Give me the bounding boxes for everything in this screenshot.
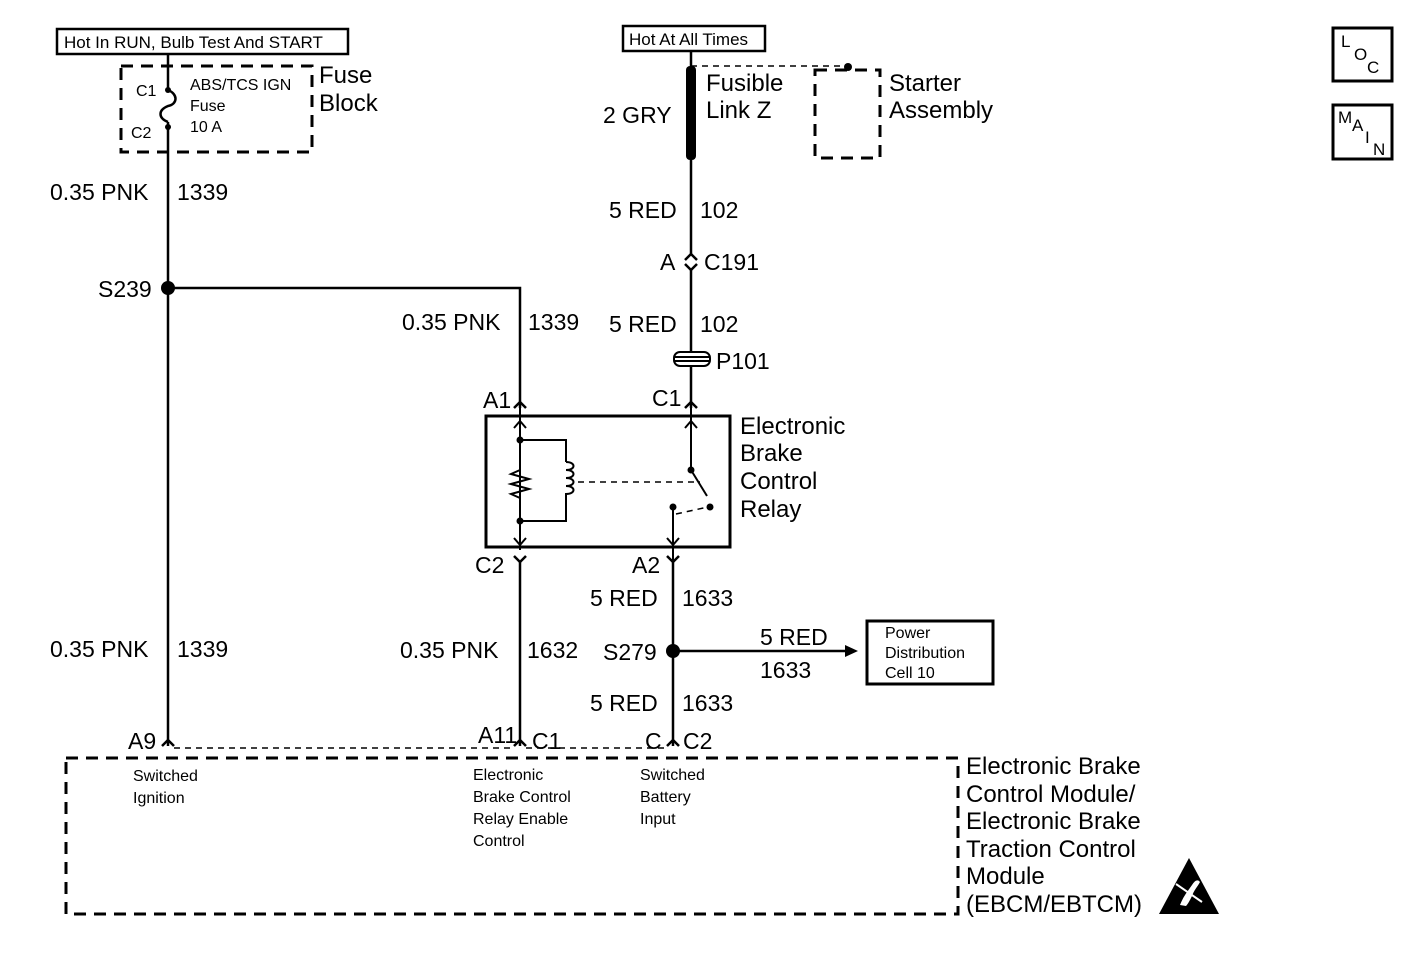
starter-line2: Assembly [889, 97, 993, 124]
wire-1633-top-circuit: 1633 [682, 585, 733, 611]
module-title-3: Electronic Brake [966, 808, 1141, 835]
esd-warning-icon [1159, 858, 1219, 914]
arrow-right-icon [845, 645, 858, 657]
module-title-4: Traction Control [966, 836, 1136, 863]
loc-c: C [1367, 58, 1379, 77]
main-n: N [1373, 140, 1385, 159]
fuse-name-line1: ABS/TCS IGN [190, 77, 291, 94]
power-dist-line3: Cell 10 [885, 665, 935, 682]
relay-title-1: Electronic [740, 413, 845, 440]
splice-s239: S239 [98, 276, 152, 302]
module-title-1: Electronic Brake [966, 753, 1141, 780]
main-a: A [1352, 116, 1364, 135]
relay-title-2: Brake [740, 440, 803, 467]
pin-a11-desc-1: Electronic [473, 767, 543, 784]
module-pin-c: C [645, 728, 662, 754]
module-title-6: (EBCM/EBTCM) [966, 891, 1142, 918]
wire-1339-mid-color: 0.35 PNK [402, 309, 501, 335]
relay-title-4: Relay [740, 496, 801, 523]
ebcm-module: Switched Ignition Electronic Brake Contr… [64, 756, 960, 916]
hot-in-run-text: Hot In RUN, Bulb Test And START [64, 33, 323, 52]
loc-button[interactable]: L O C [1331, 26, 1394, 83]
relay-coil-icon [565, 461, 575, 500]
hot-at-all-times-label: Hot At All Times [621, 24, 767, 53]
fusible-link-line2: Link Z [706, 97, 771, 124]
p101-passthrough-icon [673, 351, 711, 367]
fuse-name-line2: Fuse [190, 98, 226, 115]
starter-line1: Starter [889, 70, 961, 97]
starter-assembly: Starter Assembly [813, 68, 993, 160]
wire-1633-right-color: 5 RED [760, 624, 828, 650]
fuse-block: C1 C2 ABS/TCS IGN Fuse 10 A Fuse Block [119, 54, 379, 154]
main-m: M [1338, 108, 1352, 127]
hot-at-all-times-text: Hot At All Times [629, 30, 748, 49]
c191-label: C191 [704, 249, 759, 275]
module-pin-a11: A11 [478, 722, 517, 748]
wire-1339-mid-circuit: 1339 [528, 309, 579, 335]
relay-pin-a2: A2 [632, 552, 660, 578]
hot-in-run-label: Hot In RUN, Bulb Test And START [55, 27, 350, 56]
module-pin-a9: A9 [128, 728, 156, 754]
module-pin-c2: C2 [683, 728, 712, 754]
splice-s279: S279 [603, 639, 657, 665]
fuse-block-title-1: Fuse [319, 62, 372, 89]
power-dist-line2: Distribution [885, 645, 965, 662]
wire-1633-top-color: 5 RED [590, 585, 658, 611]
pin-a11-desc-2: Brake Control [473, 789, 571, 806]
wire-102-top-circuit: 102 [700, 197, 738, 223]
wire-102-low-circuit: 102 [700, 311, 738, 337]
wire-1339-low-color: 0.35 PNK [50, 636, 149, 662]
c191-connector-bottom [684, 263, 698, 272]
fuse-pin-c1: C1 [136, 83, 157, 100]
wire-1339-branch [168, 286, 522, 408]
fusible-link-wire: 2 GRY [603, 102, 672, 128]
fuse-block-title-2: Block [319, 90, 379, 117]
wire-1339-top-circuit: 1339 [177, 179, 228, 205]
fusible-link-line1: Fusible [706, 70, 783, 97]
p101-label: P101 [716, 348, 770, 374]
power-distribution-box[interactable]: Power Distribution Cell 10 [865, 619, 995, 686]
fuse-icon [159, 88, 177, 124]
relay-pin-c1: C1 [652, 385, 681, 411]
fuse-pin-c2: C2 [131, 125, 152, 142]
c191-pin: A [660, 249, 676, 275]
loc-o: O [1354, 45, 1367, 64]
wire-1633-low-color: 5 RED [590, 690, 658, 716]
pin-c-desc-1: Switched [640, 767, 705, 784]
main-button[interactable]: M A I N [1331, 103, 1394, 161]
pin-a9-desc-1: Switched [133, 768, 198, 785]
wire-1632-circuit: 1632 [527, 637, 578, 663]
relay-title-3: Control [740, 468, 817, 495]
relay-box [484, 408, 732, 560]
wire-1633-right-circuit: 1633 [760, 657, 811, 683]
loc-l: L [1341, 32, 1350, 51]
c191-connector-top [684, 252, 698, 261]
wire-1339-top-color: 0.35 PNK [50, 179, 149, 205]
pin-c-desc-3: Input [640, 811, 676, 828]
main-i: I [1365, 128, 1370, 147]
wire-1633-low-circuit: 1633 [682, 690, 733, 716]
pin-a11-desc-3: Relay Enable [473, 811, 568, 828]
relay-pin-a1: A1 [483, 387, 511, 413]
module-title-2: Control Module/ [966, 781, 1136, 808]
relay-switch-arm [690, 469, 708, 497]
pin-c-desc-2: Battery [640, 789, 691, 806]
power-dist-line1: Power [885, 625, 931, 642]
wire-1339-low-circuit: 1339 [177, 636, 228, 662]
module-title-5: Module [966, 863, 1045, 890]
wire-1632-color: 0.35 PNK [400, 637, 499, 663]
relay-pin-c2: C2 [475, 552, 504, 578]
wire-102-top-color: 5 RED [609, 197, 677, 223]
fusible-link-icon [686, 66, 696, 160]
fuse-rating: 10 A [190, 119, 222, 136]
wire-102-low-color: 5 RED [609, 311, 677, 337]
module-pin-c1: C1 [532, 728, 561, 754]
pin-a11-desc-4: Control [473, 833, 525, 850]
pin-a9-desc-2: Ignition [133, 790, 185, 807]
relay-resistor-icon [507, 466, 533, 502]
